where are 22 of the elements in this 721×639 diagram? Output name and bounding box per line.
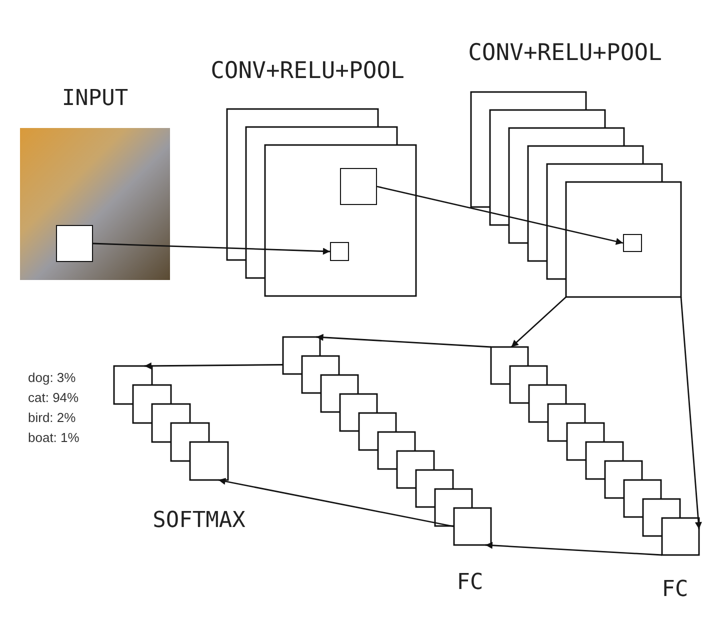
class-probability: bird: 2% xyxy=(28,410,76,425)
arrow xyxy=(485,542,662,556)
receptive-field-box xyxy=(330,242,349,261)
class-probability: cat: 94% xyxy=(28,390,79,405)
class-probability: boat: 1% xyxy=(28,430,80,445)
arrow xyxy=(218,478,454,528)
receptive-field-box xyxy=(56,225,93,262)
layer-title: INPUT xyxy=(60,86,130,111)
arrow xyxy=(316,334,492,348)
layer-title: CONV+RELU+POOL xyxy=(210,58,406,84)
arrow xyxy=(144,362,283,370)
class-probability: dog: 3% xyxy=(28,370,76,385)
layer-title: FC xyxy=(660,577,690,602)
receptive-field-box xyxy=(623,234,642,252)
layer-title: SOFTMAX xyxy=(152,508,246,533)
arrow xyxy=(376,186,624,245)
arrow xyxy=(92,242,330,255)
receptive-field-box xyxy=(340,168,377,205)
layer-title: FC xyxy=(456,570,484,595)
layer-title: CONV+RELU+POOL xyxy=(467,40,663,66)
arrow xyxy=(680,296,702,530)
arrow xyxy=(510,296,566,348)
